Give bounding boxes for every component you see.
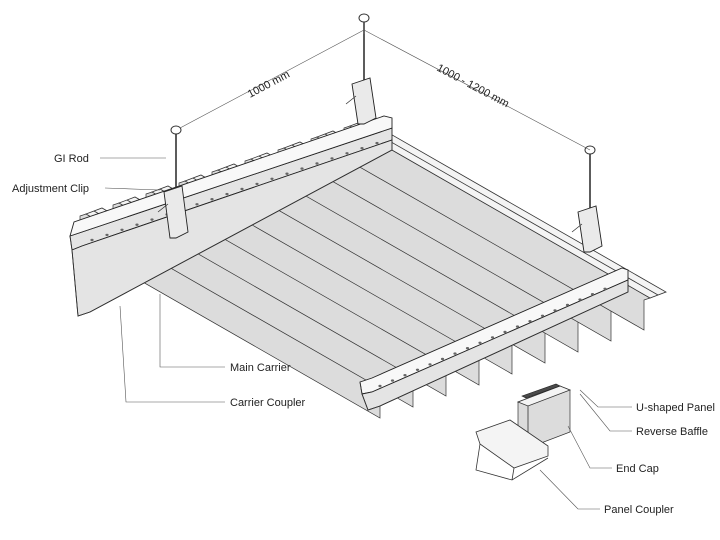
carrier-hole [285, 172, 289, 175]
carrier-hole [378, 384, 382, 388]
carrier-hole [578, 298, 582, 301]
carrier-holes-right [378, 287, 607, 388]
carrier-hole [490, 336, 495, 339]
carrier-hole [440, 357, 445, 361]
carrier-hole [135, 223, 139, 226]
rod-spacing-dimension: 1000 mm [246, 69, 292, 101]
carrier-hole [210, 198, 214, 201]
carrier-hole [528, 320, 532, 323]
carrier-hole [345, 152, 349, 155]
carrier-hole [515, 325, 520, 328]
carrier-hole [315, 162, 319, 165]
leader-lines [100, 157, 632, 510]
carrier-hole [270, 177, 274, 180]
carrier-hole [90, 238, 94, 242]
carrier-hole [105, 233, 109, 237]
label-adjustment-clip: Adjustment Clip [12, 183, 89, 195]
carrier-spacing-dimension: 1000 - 1200 mm [435, 62, 511, 110]
carrier-hole [428, 363, 432, 366]
carrier-hole [375, 141, 379, 145]
carrier-hole [590, 293, 595, 296]
label-end-cap: End Cap [616, 463, 659, 475]
carrier-hole [415, 368, 420, 371]
label-gi-rod: GI Rod [54, 153, 89, 165]
carrier-hole [453, 352, 457, 355]
adjustment-clips [157, 77, 603, 253]
label-main-carrier: Main Carrier [230, 362, 291, 374]
carrier-hole [300, 167, 304, 170]
carrier-hole [255, 182, 259, 186]
carrier-hole [225, 192, 229, 196]
carrier-hole [150, 218, 154, 221]
carrier-hole [330, 157, 334, 160]
carrier-hole [390, 379, 395, 382]
carrier-hole [240, 187, 244, 191]
panel-coupler [475, 419, 549, 481]
label-u-shaped-panel: U-shaped Panel [636, 402, 715, 414]
carrier-holes-left [90, 141, 379, 242]
label-carrier-coupler: Carrier Coupler [230, 397, 306, 409]
carrier-hole [553, 309, 557, 312]
carrier-hole [465, 347, 470, 350]
carrier-hole [478, 341, 482, 344]
dimension-lines [179, 22, 591, 151]
carrier-hole [540, 314, 545, 317]
label-reverse-baffle: Reverse Baffle [636, 426, 708, 438]
carrier-hole [503, 330, 507, 334]
carrier-hole [403, 374, 407, 377]
label-panel-coupler: Panel Coupler [604, 504, 674, 516]
main-carrier-right [359, 267, 629, 411]
carrier-hole [120, 228, 124, 231]
carrier-hole [603, 287, 607, 290]
carrier-hole [360, 147, 364, 150]
carrier-hole [565, 303, 570, 307]
carrier-hole [195, 203, 199, 206]
end-cap [516, 383, 572, 449]
u-shaped-panel [343, 119, 667, 331]
